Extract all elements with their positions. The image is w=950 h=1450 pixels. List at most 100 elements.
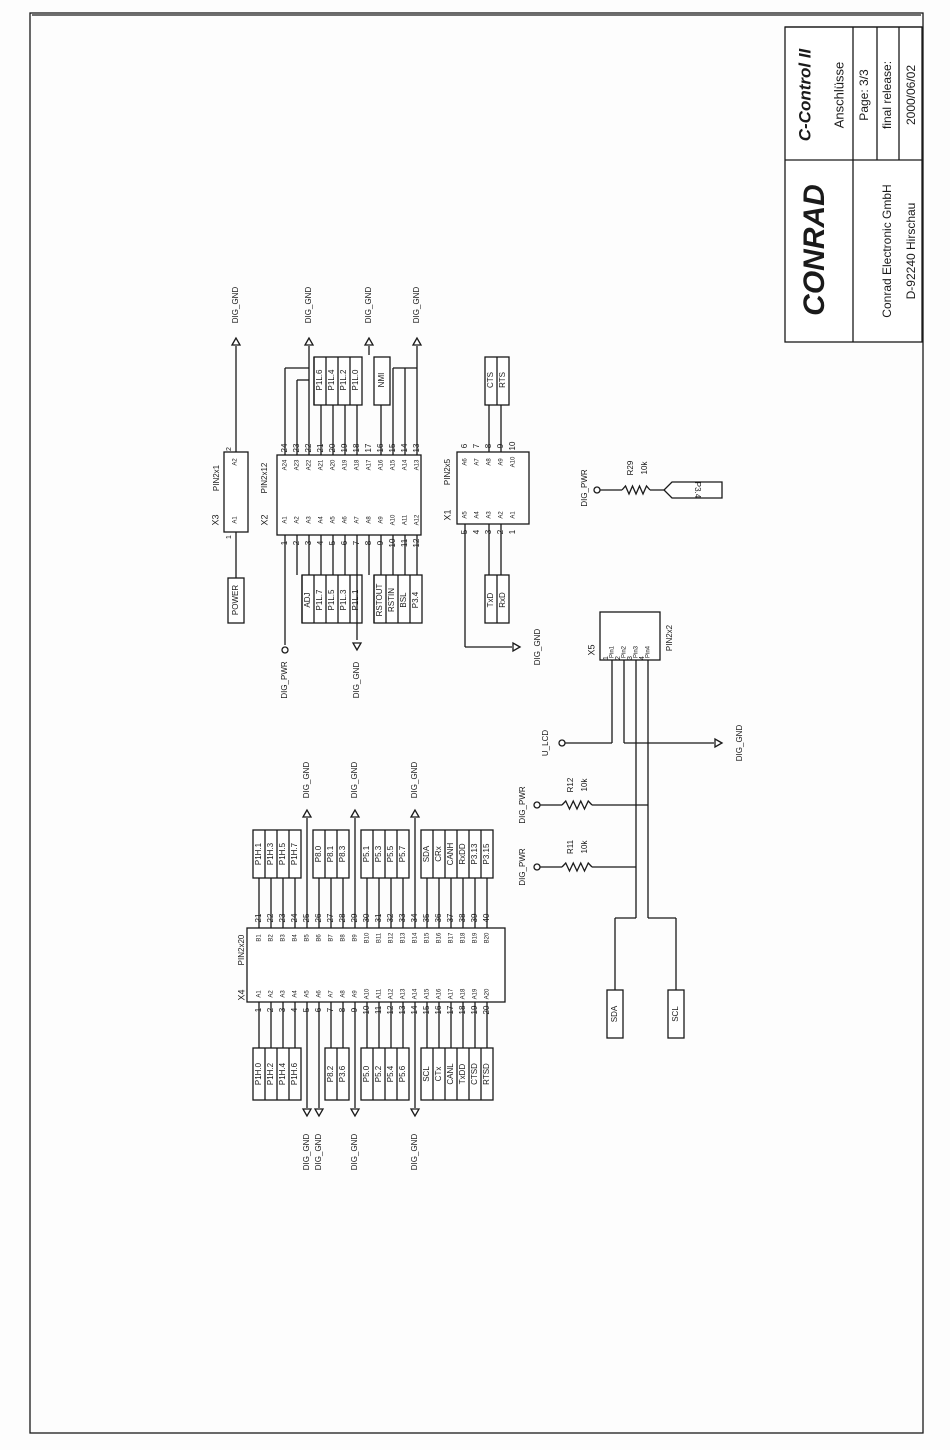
resistor-icon bbox=[621, 484, 651, 496]
x4-signal: RTSD bbox=[482, 1063, 491, 1085]
x4-signal: SDA bbox=[422, 845, 431, 862]
x4-pin: A19 bbox=[473, 988, 479, 999]
gnd-label: DIG_GND bbox=[231, 287, 240, 324]
x2-pin: A6 bbox=[343, 516, 349, 524]
x1-pin: A4 bbox=[475, 511, 481, 519]
x2-signal: RSTOUT bbox=[375, 584, 384, 617]
power-label-box bbox=[227, 577, 245, 624]
x2-signal: P1L.0 bbox=[351, 369, 360, 390]
x1-pin: A5 bbox=[463, 511, 469, 519]
x2-pin: A5 bbox=[331, 516, 337, 524]
x1-num: 7 bbox=[472, 443, 481, 448]
x4-signal: P8.0 bbox=[314, 845, 323, 862]
sda-label: SDA bbox=[610, 1005, 619, 1022]
gnd-label: DIG_GND bbox=[352, 662, 361, 699]
x3-type: PIN2x1 bbox=[212, 464, 221, 491]
x4-pin: B1 bbox=[257, 934, 263, 942]
r29-ref: R29 bbox=[626, 460, 635, 475]
r12-ref: R12 bbox=[566, 777, 575, 792]
gnd-arrow-icon bbox=[301, 808, 313, 818]
x2-signal: RSTIN bbox=[387, 588, 396, 612]
x5-pin: Pin1 bbox=[610, 645, 616, 658]
x2-lbl-group bbox=[301, 574, 363, 624]
x2-signal: NMI bbox=[377, 373, 386, 388]
x2-ref: X2 bbox=[259, 514, 269, 525]
x1-pin: A1 bbox=[511, 511, 517, 519]
x2-pin: A18 bbox=[355, 459, 361, 470]
x4-pin: B19 bbox=[473, 932, 479, 943]
x3-pin: A2 bbox=[233, 458, 239, 466]
x4-pin: B3 bbox=[281, 934, 287, 942]
gnd-label: DIG_GND bbox=[314, 1134, 323, 1171]
resistor-icon bbox=[561, 799, 593, 811]
x2-pin: A4 bbox=[319, 516, 325, 524]
x4-pin: A3 bbox=[281, 990, 287, 998]
x4-pin: B17 bbox=[449, 932, 455, 943]
x1-pin: A3 bbox=[487, 511, 493, 519]
x2-signal: P1L.5 bbox=[327, 589, 336, 610]
title-block-release-label: final release: bbox=[880, 61, 894, 129]
x4-pin: A4 bbox=[293, 990, 299, 998]
x2-pin: A14 bbox=[403, 459, 409, 470]
x1-signal: RxD bbox=[498, 592, 507, 608]
gnd-arrow-icon bbox=[230, 336, 242, 346]
terminal-circle-icon bbox=[533, 863, 541, 871]
x4-pin: A5 bbox=[305, 990, 311, 998]
x1-signal: TxD bbox=[486, 592, 495, 607]
x5-num: 4 bbox=[639, 656, 646, 660]
gnd-arrow-icon bbox=[351, 642, 363, 652]
x2-signal: BSL bbox=[399, 592, 408, 608]
x2-pin: A16 bbox=[379, 459, 385, 470]
gnd-arrow-icon bbox=[512, 641, 522, 653]
gnd-arrow-icon bbox=[714, 737, 724, 749]
x4-pin: A20 bbox=[485, 988, 491, 999]
x1-num: 6 bbox=[460, 443, 469, 448]
x2-pin: A20 bbox=[331, 459, 337, 470]
x4-pin: B5 bbox=[305, 934, 311, 942]
x4-pin: A8 bbox=[341, 990, 347, 998]
x1-pin: A9 bbox=[499, 458, 505, 466]
x4-b-lbl-group bbox=[312, 829, 350, 879]
x2-signal: P1L.2 bbox=[339, 369, 348, 390]
x5-pin: Pin2 bbox=[622, 645, 628, 658]
x4-pin: A9 bbox=[353, 990, 359, 998]
r29-value: 10k bbox=[640, 461, 649, 475]
x5-type: PIN2x2 bbox=[665, 624, 674, 651]
x4-signal: P3.6 bbox=[338, 1065, 347, 1082]
x2-pin: A1 bbox=[283, 516, 289, 524]
x1-signal: RTS bbox=[498, 372, 507, 388]
title-block-company: Conrad Electronic GmbH bbox=[880, 184, 894, 317]
title-block-page: Page: 3/3 bbox=[857, 69, 871, 121]
pwr-label: DIG_PWR bbox=[580, 469, 589, 507]
x4-ref: X4 bbox=[236, 989, 246, 1000]
x2-pin: A19 bbox=[343, 459, 349, 470]
x4-pin: B8 bbox=[341, 934, 347, 942]
x4-signal: RxDD bbox=[458, 843, 467, 865]
gnd-arrow-icon bbox=[349, 1108, 361, 1118]
x3-ref: X3 bbox=[210, 514, 220, 525]
x4-pin: A15 bbox=[425, 988, 431, 999]
x4-pin: B2 bbox=[269, 934, 275, 942]
x4-pin: A11 bbox=[377, 988, 383, 999]
x4-pin: B6 bbox=[317, 934, 323, 942]
r12-value: 10k bbox=[580, 778, 589, 792]
x4-pin: A12 bbox=[389, 988, 395, 999]
x4-pin: B10 bbox=[365, 932, 371, 943]
gnd-label: DIG_GND bbox=[735, 725, 744, 762]
x2-signal: P1L.7 bbox=[315, 589, 324, 610]
x2-signal: ADJ bbox=[303, 592, 312, 607]
gnd-label: DIG_GND bbox=[533, 629, 542, 666]
x4-pin: B16 bbox=[437, 932, 443, 943]
gnd-arrow-icon bbox=[313, 1108, 325, 1118]
x4-pin: A1 bbox=[257, 990, 263, 998]
x1-pin: A7 bbox=[475, 458, 481, 466]
x2-pin: A17 bbox=[367, 459, 373, 470]
x2-pin: A23 bbox=[295, 459, 301, 470]
x4-signal: P1H.1 bbox=[254, 842, 263, 865]
terminal-circle-icon bbox=[281, 646, 289, 654]
x5-ref: X5 bbox=[586, 644, 596, 655]
sda-label-box bbox=[606, 989, 624, 1039]
gnd-arrow-icon bbox=[409, 808, 421, 818]
x2-pin: A8 bbox=[367, 516, 373, 524]
x4-signal: P1H.6 bbox=[290, 1062, 299, 1085]
